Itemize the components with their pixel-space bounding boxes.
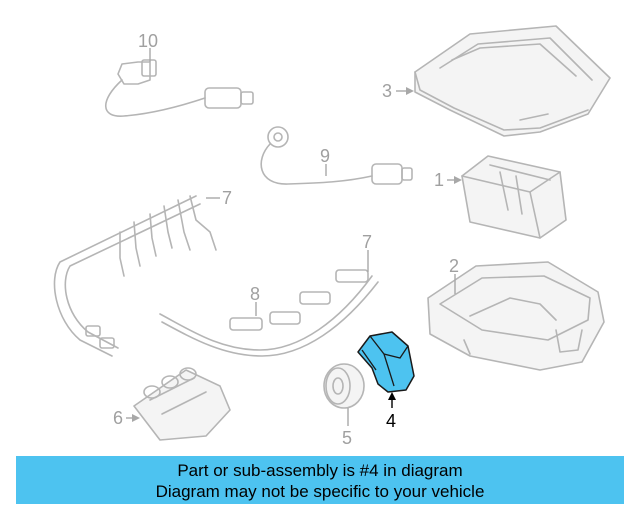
part-9-knock-sensor [260,126,413,185]
callout-8: 8 [250,284,260,304]
callout-7b: 7 [362,232,372,252]
part-3-control-unit [414,25,611,137]
arrow-1 [454,176,462,184]
callout-7a: 7 [222,188,232,208]
callout-9: 9 [320,146,330,166]
arrow-4 [388,392,396,400]
part-8-wire-harness [159,269,379,357]
part-4-highlighted-cover[interactable] [357,331,415,393]
callout-4: 4 [386,411,396,431]
parts-diagram: 10 3 9 1 [53,25,611,448]
part-10-sensor [105,59,254,117]
part-5-damper [323,363,365,409]
banner-line-2: Diagram may not be specific to your vehi… [155,482,485,501]
callout-6: 6 [113,408,123,428]
part-2-housing [427,261,605,371]
callout-5: 5 [342,428,352,448]
part-1-module [461,155,567,239]
callout-1: 1 [434,170,444,190]
arrow-3 [406,87,414,95]
info-banner: Part or sub-assembly is #4 in diagram Di… [16,456,624,504]
part-7-ignition-wires [53,195,217,357]
banner-line-1: Part or sub-assembly is #4 in diagram [177,461,463,480]
callout-10: 10 [138,31,158,51]
callout-3: 3 [382,81,392,101]
callout-2: 2 [449,256,459,276]
part-6-coil-pack [133,367,231,441]
arrow-6 [132,414,140,422]
